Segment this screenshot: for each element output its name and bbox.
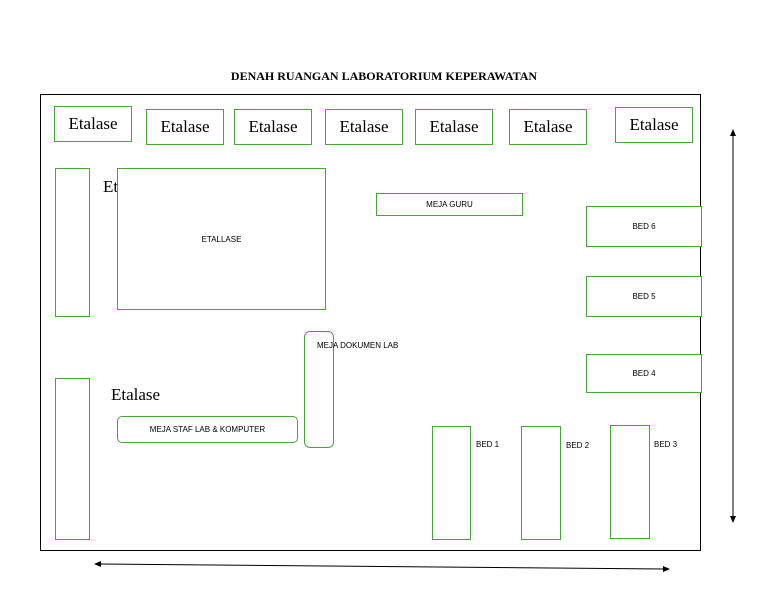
etalase-left-label-fragment: Et [103,177,119,196]
bed-3 [610,425,650,539]
bed-2-label: BED 2 [566,441,590,450]
etallase-box: ETALLASE [117,168,326,310]
etalase-left-lower [55,378,90,540]
bed-6: BED 6 [586,206,702,247]
etalase-top-6: Etalase [509,109,587,145]
etalase-top-5: Etalase [415,109,493,145]
bed-2 [521,426,561,540]
meja-staf-lab: MEJA STAF LAB & KOMPUTER [117,416,298,443]
meja-dokumen-lab [304,331,334,448]
etalase-left-label: Etalase [111,385,161,404]
etalase-top-4: Etalase [325,109,403,145]
page-title: DENAH RUANGAN LABORATORIUM KEPERAWATAN [230,69,538,83]
horizontal-dimension-arrow [94,561,670,572]
bed-1-label: BED 1 [476,440,500,449]
etalase-top-2: Etalase [146,109,224,145]
bed-4: BED 4 [586,354,702,393]
etalase-top-7: Etalase [615,107,693,143]
etalase-top-3: Etalase [234,109,312,145]
room-outline [40,94,701,551]
bed-3-label: BED 3 [654,440,678,449]
vertical-dimension-arrow [730,129,736,523]
bed-5: BED 5 [586,276,702,317]
meja-guru: MEJA GURU [376,193,523,216]
bed-1 [432,426,471,540]
etalase-left-upper [55,168,90,317]
meja-dokumen-lab-label: MEJA DOKUMEN LAB [317,341,399,350]
etalase-top-1: Etalase [54,106,132,142]
